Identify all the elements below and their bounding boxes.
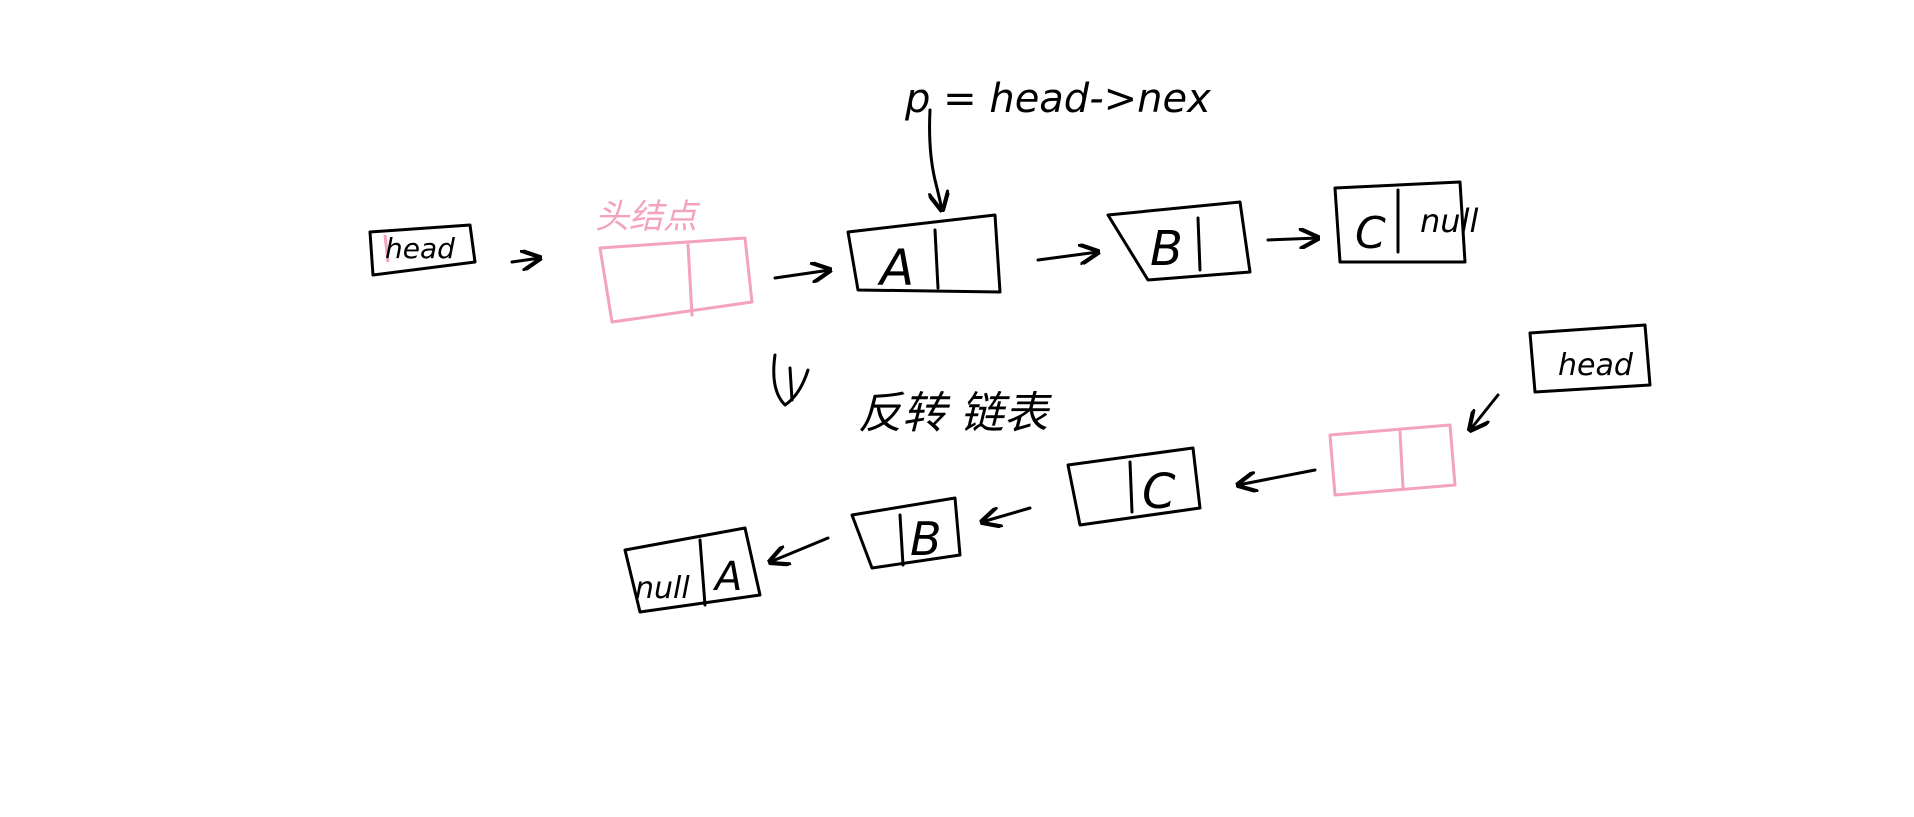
bottom-node-b-label: B [910, 512, 942, 566]
bottom-head-arrow [1470, 393, 1500, 430]
top-tail-label: null [1420, 202, 1478, 240]
bottom-node-c: C [1066, 446, 1202, 527]
top-node-b-label: B [1150, 221, 1183, 277]
bottom-head-box: head [1528, 323, 1652, 394]
bottom-node-b: B [850, 496, 962, 570]
bottom-b-arrow [770, 536, 830, 562]
top-head-box: head [368, 223, 477, 277]
top-node-c-label: C [1355, 208, 1386, 259]
top-head-label: head [385, 232, 455, 265]
bottom-node-c-label: C [1142, 464, 1176, 520]
top-b-arrow [1266, 238, 1318, 240]
top-sentinel-node: 头结点 [595, 197, 754, 324]
top-head-arrow [510, 258, 540, 262]
bottom-c-arrow [982, 506, 1032, 522]
pointer-label: p = head->nex [904, 76, 1211, 122]
bottom-sentinel-arrow [1238, 468, 1317, 485]
bottom-tail-label: null [635, 571, 690, 606]
top-node-b: B [1106, 200, 1252, 282]
top-sentinel-arrow [773, 270, 830, 278]
transition-arrow [772, 353, 810, 407]
pointer-arrow [930, 108, 942, 210]
bottom-sentinel-node [1328, 423, 1457, 497]
top-node-a: A [846, 213, 1002, 297]
bottom-node-a: null A [623, 526, 762, 614]
top-sentinel-label: 头结点 [595, 197, 701, 237]
top-a-arrow [1036, 252, 1098, 260]
bottom-node-a-label: A [712, 554, 742, 600]
bottom-head-label: head [1558, 348, 1634, 383]
top-node-a-label: A [877, 239, 914, 297]
top-node-c: C null [1333, 180, 1478, 264]
transition-label: 反转 链表 [858, 388, 1052, 439]
